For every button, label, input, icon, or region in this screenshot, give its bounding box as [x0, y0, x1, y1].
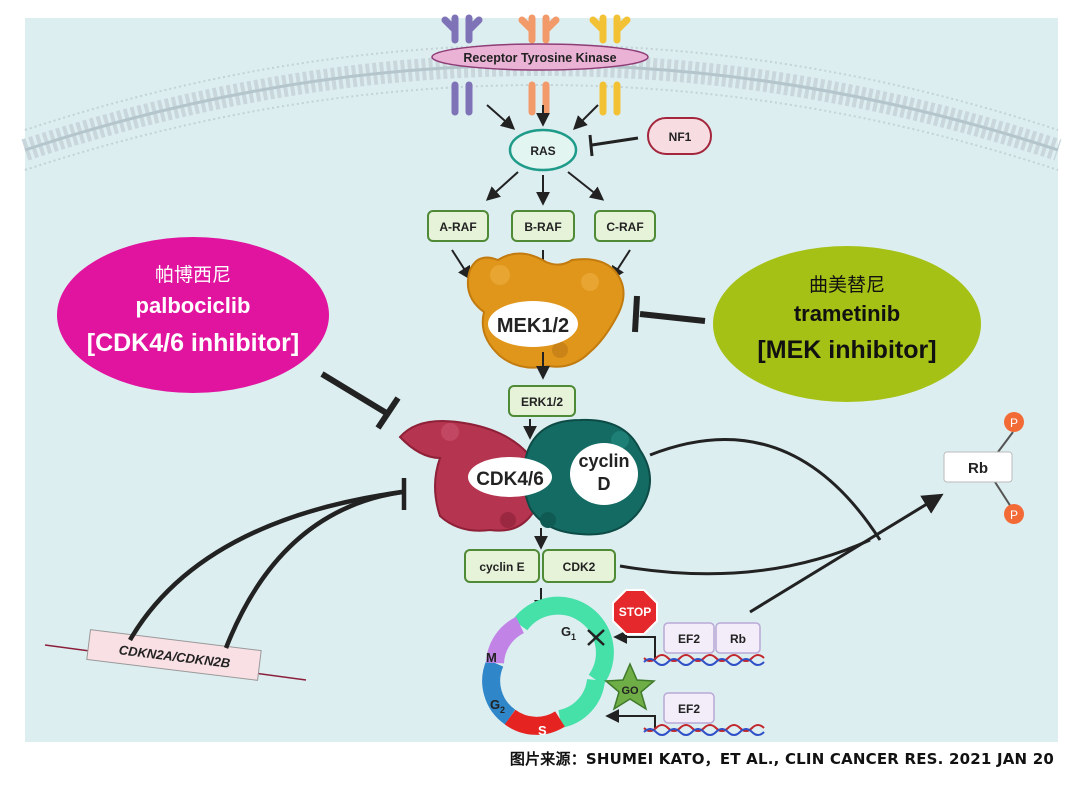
rb-phospho: Rb P P [943, 412, 1024, 524]
trametinib-drug: 曲美替尼 trametinib [MEK inhibitor] [713, 246, 981, 402]
mek-protein: MEK1/2 [466, 252, 625, 369]
m-label: M [486, 650, 497, 665]
braf-node [511, 210, 575, 242]
go-label: GO [621, 685, 639, 697]
cyclin-e-label: cyclin E [479, 560, 524, 574]
cyclin-d-label-2: D [598, 474, 611, 494]
trametinib-cn: 曲美替尼 [809, 274, 885, 296]
nf1-node [647, 117, 712, 155]
nf1-label: NF1 [669, 130, 692, 144]
receptor-icon [441, 14, 631, 116]
ef2-node [663, 622, 715, 654]
craf-node [594, 210, 656, 242]
cdk46-label: CDK4/6 [476, 469, 544, 490]
braf-label: B-RAF [524, 220, 561, 234]
ef2-label: EF2 [678, 632, 700, 646]
ef2-bottom-node [663, 692, 715, 724]
trametinib-inhibition [632, 295, 706, 333]
erk-node [508, 385, 576, 417]
g1-sub: 1 [571, 632, 576, 642]
image-source-caption: 图片来源：SHUMEI KATO，ET AL., CLIN CANCER RES… [509, 750, 1054, 768]
ef2-bottom-complex: EF2 [643, 692, 765, 736]
ef2-bottom-label: EF2 [678, 702, 700, 716]
ras-node [508, 128, 578, 172]
phosphate-icon [1004, 504, 1024, 524]
phosphate-label-2: P [1010, 508, 1018, 522]
mek-label: MEK1/2 [497, 315, 569, 337]
cdkn-gene: CDKN2A/CDKN2B [44, 629, 307, 681]
g1-block-x [587, 629, 605, 646]
ras-label: RAS [530, 144, 555, 158]
cyclin-e-node [464, 549, 540, 583]
stop-label: STOP [619, 605, 651, 619]
palbociclib-cn: 帕博西尼 [155, 264, 231, 286]
go-star: GO [604, 662, 656, 711]
cdkn-inhibition-arcs [128, 478, 407, 649]
erk-label: ERK1/2 [521, 395, 563, 409]
ef2-go-arrow [605, 709, 656, 728]
receptor-arrows [486, 104, 599, 130]
rb-label: Rb [968, 460, 988, 477]
rb-small-node [715, 622, 761, 654]
stop-sign: STOP [612, 589, 658, 635]
craf-label: C-RAF [606, 220, 643, 234]
raf-nodes: A-RAF B-RAF C-RAF [427, 210, 656, 242]
cyclin-d-label-1: cyclin [578, 451, 629, 471]
araf-node [427, 210, 489, 242]
palbociclib-drug: 帕博西尼 palbociclib [CDK4/6 inhibitor] [57, 237, 329, 393]
trametinib-target: [MEK inhibitor] [757, 336, 936, 364]
ef2-rb-complex: EF2 Rb [643, 622, 765, 666]
g2-sub: 2 [500, 705, 505, 715]
rb-phosphorylation-arrows [619, 437, 944, 614]
cdk2-node [542, 549, 616, 583]
araf-label: A-RAF [439, 220, 476, 234]
palbociclib-inhibition [320, 371, 401, 430]
phosphate-icon [1004, 412, 1024, 432]
rb-small-label: Rb [730, 632, 746, 646]
palbociclib-name: palbociclib [136, 293, 251, 318]
rb-node [943, 451, 1013, 483]
nf1-inhibition [588, 134, 639, 157]
ef2-rb-arrow [613, 630, 656, 660]
receptor-label: Receptor Tyrosine Kinase [463, 51, 616, 65]
phosphate-label-1: P [1010, 416, 1018, 430]
palbociclib-target: [CDK4/6 inhibitor] [87, 329, 300, 357]
cdk2-label: CDK2 [563, 560, 596, 574]
ras-arrows [485, 171, 605, 206]
receptor-label-bg [431, 43, 649, 71]
cdk46-cyclin-complex: CDK4/6 cyclin D [398, 418, 651, 536]
g2-label: G [490, 697, 500, 712]
g1-label: G [561, 624, 571, 639]
cell-cycle-ring [482, 596, 614, 735]
trametinib-name: trametinib [794, 301, 900, 326]
s-label: S [538, 723, 547, 738]
